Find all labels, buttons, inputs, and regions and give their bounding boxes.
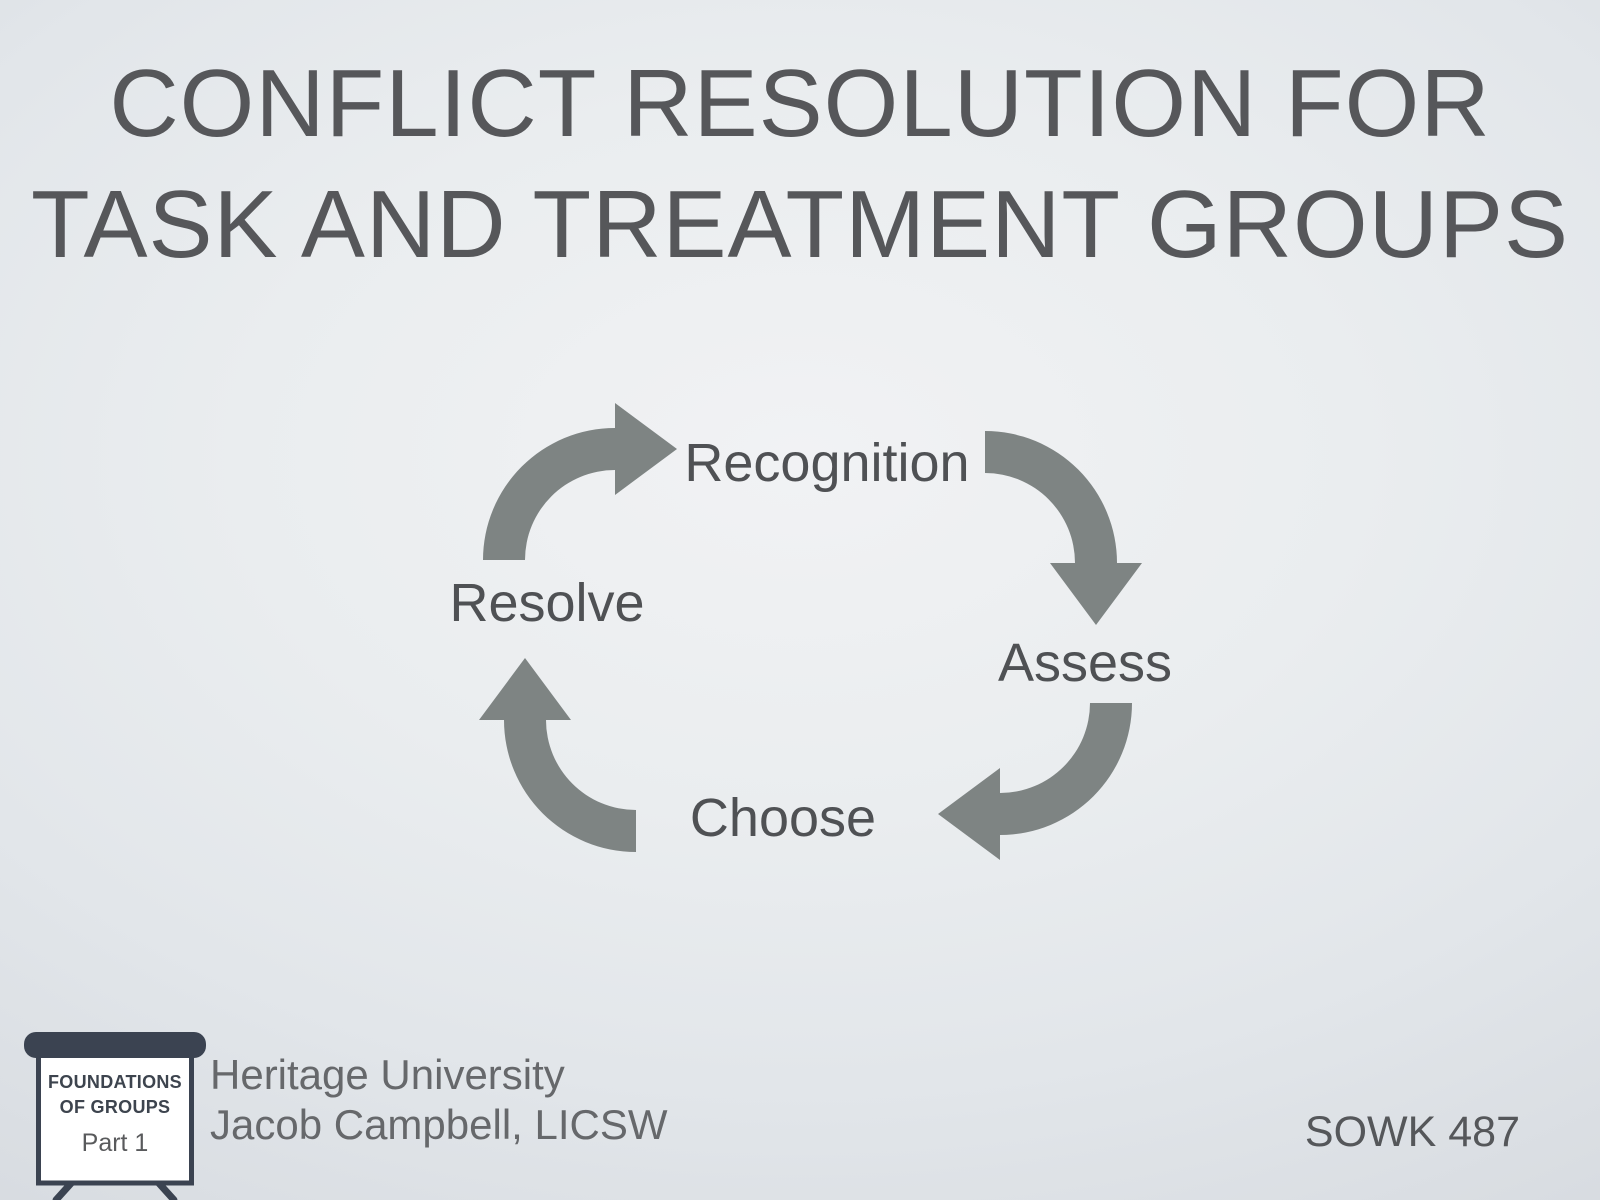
cycle-arrow-recognition-to-assess-icon xyxy=(985,431,1142,625)
slide-title-line-1: CONFLICT RESOLUTION FOR xyxy=(109,50,1491,157)
easel-top-bar xyxy=(24,1032,206,1058)
institution-name: Heritage University xyxy=(210,1051,565,1098)
credits-block: Heritage University Jacob Campbell, LICS… xyxy=(210,1050,668,1150)
series-badge-title-line-2: OF GROUPS xyxy=(59,1097,171,1117)
course-code: SOWK 487 xyxy=(1304,1108,1520,1156)
cycle-step-assess: Assess xyxy=(997,633,1173,693)
slide-title: CONFLICT RESOLUTION FOR TASK AND TREATME… xyxy=(0,44,1600,286)
presenter-name: Jacob Campbell, LICSW xyxy=(210,1101,668,1148)
cycle-arrow-resolve-to-recognition-icon xyxy=(483,403,677,560)
cycle-step-choose: Choose xyxy=(689,788,877,848)
series-badge-title-line-1: FOUNDATIONS xyxy=(48,1072,182,1092)
cycle-step-recognition: Recognition xyxy=(684,433,970,493)
series-badge-part-label: Part 1 xyxy=(81,1129,149,1157)
slide-title-line-2: TASK AND TREATMENT GROUPS xyxy=(30,170,1570,278)
cycle-arrow-assess-to-choose-icon xyxy=(938,703,1132,860)
cycle-arrow-choose-to-resolve-icon xyxy=(479,658,636,852)
cycle-step-resolve: Resolve xyxy=(449,573,645,633)
series-badge: FOUNDATIONS OF GROUPS Part 1 xyxy=(36,1070,194,1158)
flipchart-easel-icon xyxy=(24,1032,206,1200)
